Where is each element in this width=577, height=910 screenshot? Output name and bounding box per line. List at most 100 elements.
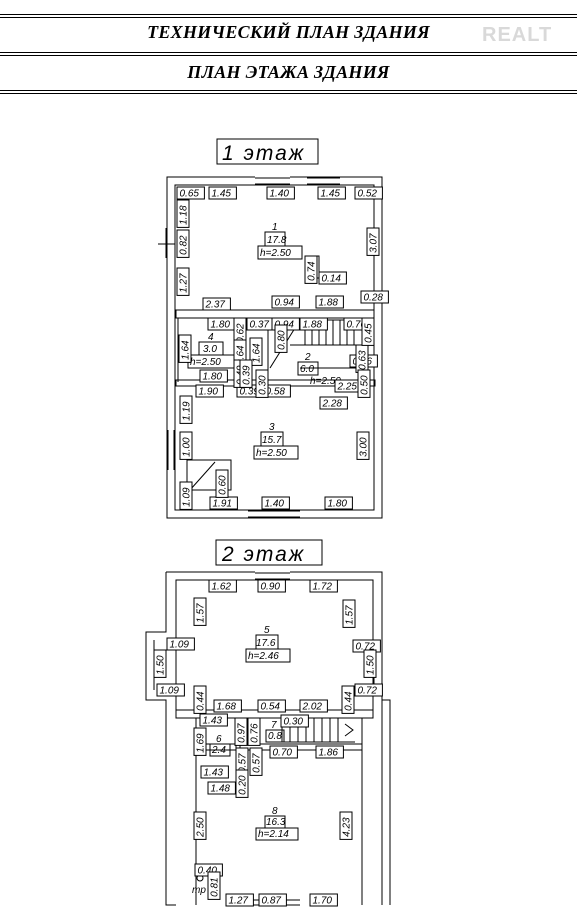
- svg-text:1.68: 1.68: [217, 702, 237, 713]
- floor1-dim-h-7: 1.88: [315, 295, 344, 309]
- floor2-dim-h-14: 1.86: [315, 745, 344, 759]
- svg-text:2: 2: [304, 352, 311, 363]
- svg-text:1.00: 1.00: [182, 437, 193, 457]
- svg-text:3.00: 3.00: [359, 437, 370, 457]
- floor1-label-box: [216, 138, 319, 165]
- svg-text:h=2.46: h=2.46: [248, 651, 279, 662]
- svg-text:0.62: 0.62: [236, 323, 247, 343]
- svg-text:1.86: 1.86: [319, 748, 339, 759]
- header-rule-top-2: [0, 17, 577, 18]
- svg-text:7: 7: [271, 720, 277, 731]
- svg-text:1.09: 1.09: [170, 640, 190, 651]
- floor1-dim-h-17: 2.28: [319, 396, 348, 410]
- floor2-dim-h-1: 0.90: [257, 579, 286, 593]
- floor2-dim-v-5: 0.44: [341, 685, 355, 714]
- svg-text:0.45: 0.45: [364, 323, 375, 343]
- svg-text:15.7: 15.7: [262, 435, 282, 446]
- floor1-dim-h-4: 0.52: [354, 186, 383, 200]
- floor1-dim-h-18: 1.91: [209, 496, 238, 510]
- svg-text:0.28: 0.28: [364, 293, 384, 304]
- floor1-dim-h-13: 1.80: [199, 369, 228, 383]
- svg-text:0.94: 0.94: [275, 298, 295, 309]
- svg-text:0.54: 0.54: [261, 702, 281, 713]
- floor1-dim-h-0: 0.65: [176, 186, 205, 200]
- floor1-dim-v-11: 0.39: [239, 359, 253, 388]
- svg-text:6: 6: [216, 734, 222, 745]
- floor1-dim-h-8: 1.80: [207, 317, 236, 331]
- floor1-dim-v-0: 1.18: [176, 199, 190, 228]
- svg-text:h=2.50: h=2.50: [256, 448, 287, 459]
- floor1-dim-v-14: 3.00: [356, 431, 370, 460]
- svg-text:0.44: 0.44: [344, 691, 355, 711]
- svg-text:2.02: 2.02: [302, 702, 323, 713]
- svg-text:2.28: 2.28: [322, 399, 343, 410]
- floor2-dim-v-13: 4.23: [339, 811, 353, 840]
- svg-text:1.80: 1.80: [328, 499, 348, 510]
- svg-text:17.6: 17.6: [256, 638, 276, 649]
- svg-text:0.81: 0.81: [210, 877, 221, 896]
- floor1-dim-h-3: 1.45: [317, 186, 346, 200]
- header: ТЕХНИЧЕСКИЙ ПЛАН ЗДАНИЯ ПЛАН ЭТАЖА ЗДАНИ…: [0, 0, 577, 100]
- svg-text:4: 4: [208, 332, 214, 343]
- floor2-dim-v-1: 1.57: [342, 599, 356, 628]
- floor1-dim-v-17: 0.74: [304, 255, 318, 284]
- floor2-dim-h-19: 1.70: [309, 893, 338, 907]
- svg-text:1.69: 1.69: [196, 733, 207, 753]
- floor1-dim-v-12: 1.19: [179, 395, 193, 424]
- floor1-dim-v-8: 0.80: [274, 324, 288, 353]
- svg-text:1.80: 1.80: [203, 372, 223, 383]
- floor2-room-6: 6 2.4: [209, 734, 231, 757]
- floor2-dim-h-12: 1.43: [200, 765, 229, 779]
- svg-text:0.50: 0.50: [360, 375, 371, 395]
- floor2-dim-v-0: 1.57: [193, 597, 207, 626]
- floor2-dim-v-12: 2.50: [193, 811, 207, 840]
- floor1-dim-v-9: 0.63: [355, 344, 369, 373]
- floor1-room-2: 2 6.0 h=2.50: [297, 352, 341, 387]
- floor1-dim-v-18: 0.30: [255, 369, 269, 398]
- svg-text:1.57: 1.57: [196, 603, 207, 623]
- svg-text:1.91: 1.91: [213, 499, 232, 510]
- floor2-dim-v-2: 1.50: [153, 649, 167, 678]
- floor2-dim-v-10: 0.57: [249, 747, 263, 776]
- floor1-dim-h-1: 1.45: [208, 186, 237, 200]
- svg-text:1.72: 1.72: [313, 582, 333, 593]
- floor2-dim-v-3: 1.50: [363, 649, 377, 678]
- floor2-dim-v-11: 0.20: [235, 769, 249, 798]
- floor1-room-1: 1 17.8 h=2.50: [257, 222, 303, 260]
- svg-text:1.43: 1.43: [204, 768, 224, 779]
- floor2-dim-h-10: 0.30: [280, 714, 309, 728]
- floor1-room-3: 3 15.7 h=2.50: [253, 422, 299, 460]
- svg-text:0.97: 0.97: [237, 723, 248, 743]
- svg-text:0.60: 0.60: [218, 475, 229, 495]
- svg-text:8: 8: [272, 806, 278, 817]
- svg-text:1.88: 1.88: [303, 320, 323, 331]
- svg-text:1.57: 1.57: [345, 605, 356, 625]
- svg-text:1.45: 1.45: [321, 189, 341, 200]
- svg-text:2.25: 2.25: [337, 382, 358, 393]
- floor2-label-box: [215, 539, 323, 566]
- floor2-dim-h-3: 1.09: [166, 637, 195, 651]
- floor1-dim-v-1: 0.82: [176, 229, 190, 258]
- svg-text:0.72: 0.72: [358, 686, 378, 697]
- floor2-dim-h-8: 0.54: [257, 699, 286, 713]
- floor2-dim-v-7: 0.97: [234, 717, 248, 746]
- svg-text:1.90: 1.90: [199, 387, 219, 398]
- floor1-dim-h-11: 1.88: [299, 317, 328, 331]
- floor1-dim-h-6: 0.94: [271, 295, 300, 309]
- svg-text:1.45: 1.45: [212, 189, 232, 200]
- svg-text:0.70: 0.70: [273, 748, 293, 759]
- floor1-dim-v-7: 1.64: [249, 337, 263, 366]
- watermark: REALT: [482, 24, 553, 46]
- svg-text:0.30: 0.30: [258, 375, 269, 395]
- floor2-dim-h-11: 1.43: [199, 713, 228, 727]
- floor1-label: 1 этаж: [222, 142, 305, 165]
- svg-text:1.09: 1.09: [160, 686, 180, 697]
- floor2-dim-h-6: 0.72: [354, 683, 383, 697]
- floor2-dim-h-2: 1.72: [309, 579, 338, 593]
- svg-text:1.40: 1.40: [265, 499, 285, 510]
- floor2-dim-v-14: 0.81: [207, 871, 221, 900]
- svg-text:0.58: 0.58: [266, 387, 286, 398]
- svg-text:1.48: 1.48: [211, 784, 231, 795]
- floor1-dim-h-9: 0.37: [246, 317, 275, 331]
